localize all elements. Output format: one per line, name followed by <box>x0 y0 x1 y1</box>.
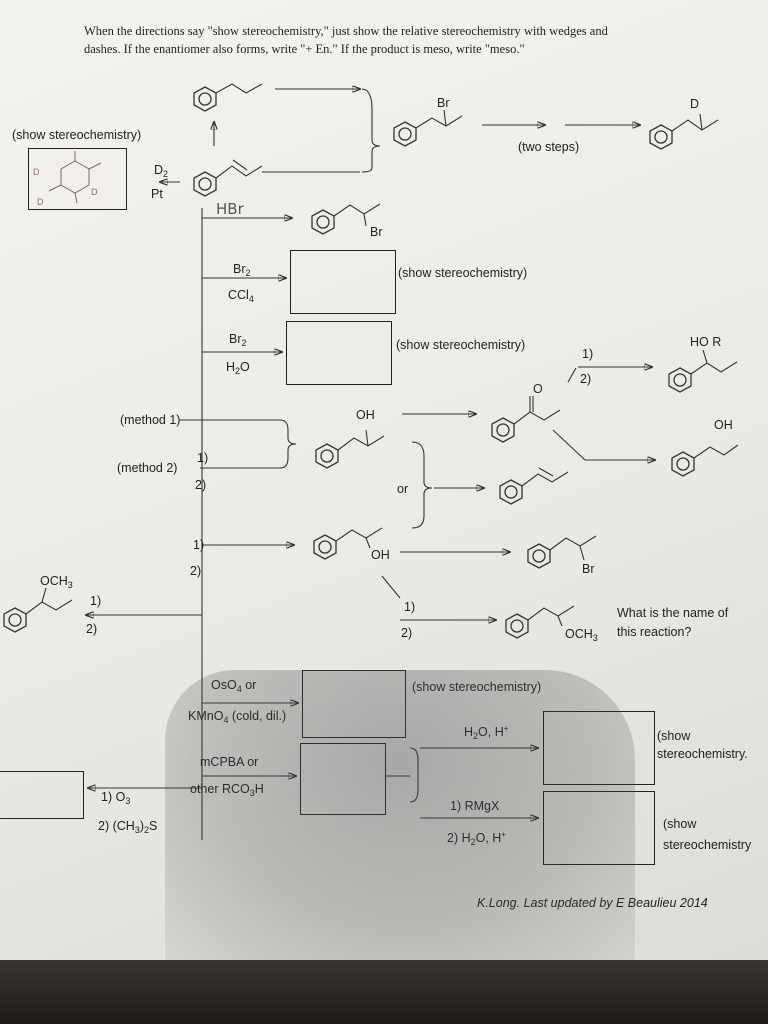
label-d-top: D <box>690 97 700 111</box>
worksheet-page: When the directions say "show stereochem… <box>0 0 768 960</box>
benzene-ring-alcohol-2 <box>313 527 383 560</box>
benzene-ring-top <box>193 83 263 112</box>
benzene-ring-bromide <box>393 109 463 147</box>
reagent-rco3h: other RCO3H <box>190 782 264 798</box>
svg-text:D: D <box>33 167 40 177</box>
label-br-hbr: Br <box>370 225 383 239</box>
reagent-h2o-a: H2O <box>226 360 250 376</box>
label-or: or <box>397 482 409 496</box>
benzene-ring-hbr-product <box>311 203 381 235</box>
answer-box-br2-ccl4[interactable] <box>290 250 396 314</box>
step-1-method2: 1) <box>197 451 209 465</box>
step-1-ether-left: 1) <box>90 594 102 608</box>
reagent-pt: Pt <box>151 187 163 201</box>
benzene-ring-primary-alcohol <box>671 444 739 477</box>
benzene-ring-bromide-2 <box>527 535 597 569</box>
label-show-stereo-5b: stereochemistry. <box>657 747 748 761</box>
label-method-2: (method 2) <box>117 461 178 475</box>
step-2-method2: 2) <box>195 478 207 492</box>
label-och3-left: OCH3 <box>40 574 73 590</box>
benzene-ring-ketone <box>491 396 561 443</box>
step-1-hydroboration: 1) <box>193 538 205 552</box>
label-show-stereo-3: (show stereochemistry) <box>396 338 526 352</box>
benzene-ring-alkene-product <box>499 467 569 505</box>
instructions-line-1: When the directions say "show stereochem… <box>84 24 608 38</box>
reagent-oso4: OsO4 or <box>211 678 257 694</box>
label-method-1: (method 1) <box>120 413 181 427</box>
answer-box-epoxide-grignard[interactable] <box>543 791 655 865</box>
step-1-ether-right: 1) <box>404 600 416 614</box>
step-o3: 1) O3 <box>101 790 131 806</box>
label-br-top: Br <box>437 96 450 110</box>
label-oh-secondary: OH <box>356 408 375 422</box>
label-two-steps: (two steps) <box>518 140 580 154</box>
label-oh-primary: OH <box>714 418 733 432</box>
step-2-ether-left: 2) <box>86 622 98 636</box>
reaction-scheme-drawing <box>3 83 739 840</box>
step-rmgx: 1) RMgX <box>450 799 500 813</box>
reagent-mcpba: mCPBA or <box>200 755 259 769</box>
label-show-stereo-6a: (show <box>663 817 697 831</box>
benzene-ring-tertiary-alcohol <box>668 349 738 393</box>
label-br-bromide-2: Br <box>582 562 595 576</box>
label-show-stereo-5a: (show <box>657 729 691 743</box>
benzene-ring-alkene <box>193 159 263 197</box>
reagent-d2: D2 <box>154 163 169 179</box>
svg-text:D: D <box>91 187 98 197</box>
label-show-stereo-1: (show stereochemistry) <box>12 128 142 142</box>
label-oh-alcohol-2: OH <box>371 548 390 562</box>
table-surface <box>0 960 768 1024</box>
answer-box-epoxide-hydrolysis[interactable] <box>543 711 655 785</box>
step-1-grignard: 1) <box>582 347 594 361</box>
answer-box-hydrogenation[interactable]: D D D <box>28 148 127 210</box>
question-reaction-name-line2: this reaction? <box>617 625 692 639</box>
answer-box-epoxidation[interactable] <box>300 743 386 815</box>
answer-box-br2-h2o[interactable] <box>286 321 392 385</box>
reagent-kmno4: KMnO4 (cold, dil.) <box>188 709 287 725</box>
label-ho-r: HO R <box>690 335 722 349</box>
handwritten-sketch-icon: D D D <box>33 151 102 207</box>
instructions-line-2: dashes. If the enantiomer also forms, wr… <box>84 42 525 56</box>
footer-credit: K.Long. Last updated by E Beaulieu 2014 <box>477 896 708 910</box>
label-show-stereo-2: (show stereochemistry) <box>398 266 528 280</box>
label-o-ketone: O <box>533 382 543 396</box>
reagent-hbr-handwritten: HBr <box>216 200 244 218</box>
benzene-ring-deuterated <box>649 113 719 150</box>
svg-text:D: D <box>37 197 44 207</box>
step-2-hydroboration: 2) <box>190 564 202 578</box>
answer-box-dihydroxylation[interactable] <box>302 670 406 738</box>
answer-box-ozonolysis[interactable] <box>0 771 84 819</box>
benzene-ring-ether-left <box>3 587 73 633</box>
label-show-stereo-6b: stereochemistry <box>663 838 752 852</box>
step-2-ether-right: 2) <box>401 626 413 640</box>
reagent-h2o-h: H2O, H+ <box>464 724 509 741</box>
benzene-ring-secondary-alcohol <box>315 429 385 469</box>
step-2-grignard: 2) <box>580 372 592 386</box>
reagent-br2-a: Br2 <box>233 262 251 278</box>
step-h2o-h: 2) H2O, H+ <box>447 830 507 847</box>
question-reaction-name-line1: What is the name of <box>617 606 729 620</box>
reagent-br2-b: Br2 <box>229 332 247 348</box>
reagent-ccl4: CCl4 <box>228 288 254 304</box>
label-show-stereo-4: (show stereochemistry) <box>412 680 542 694</box>
step-ch3-2s: 2) (CH3)2S <box>98 819 158 835</box>
label-och3-right: OCH3 <box>565 627 598 643</box>
benzene-ring-ether-right <box>505 605 575 639</box>
